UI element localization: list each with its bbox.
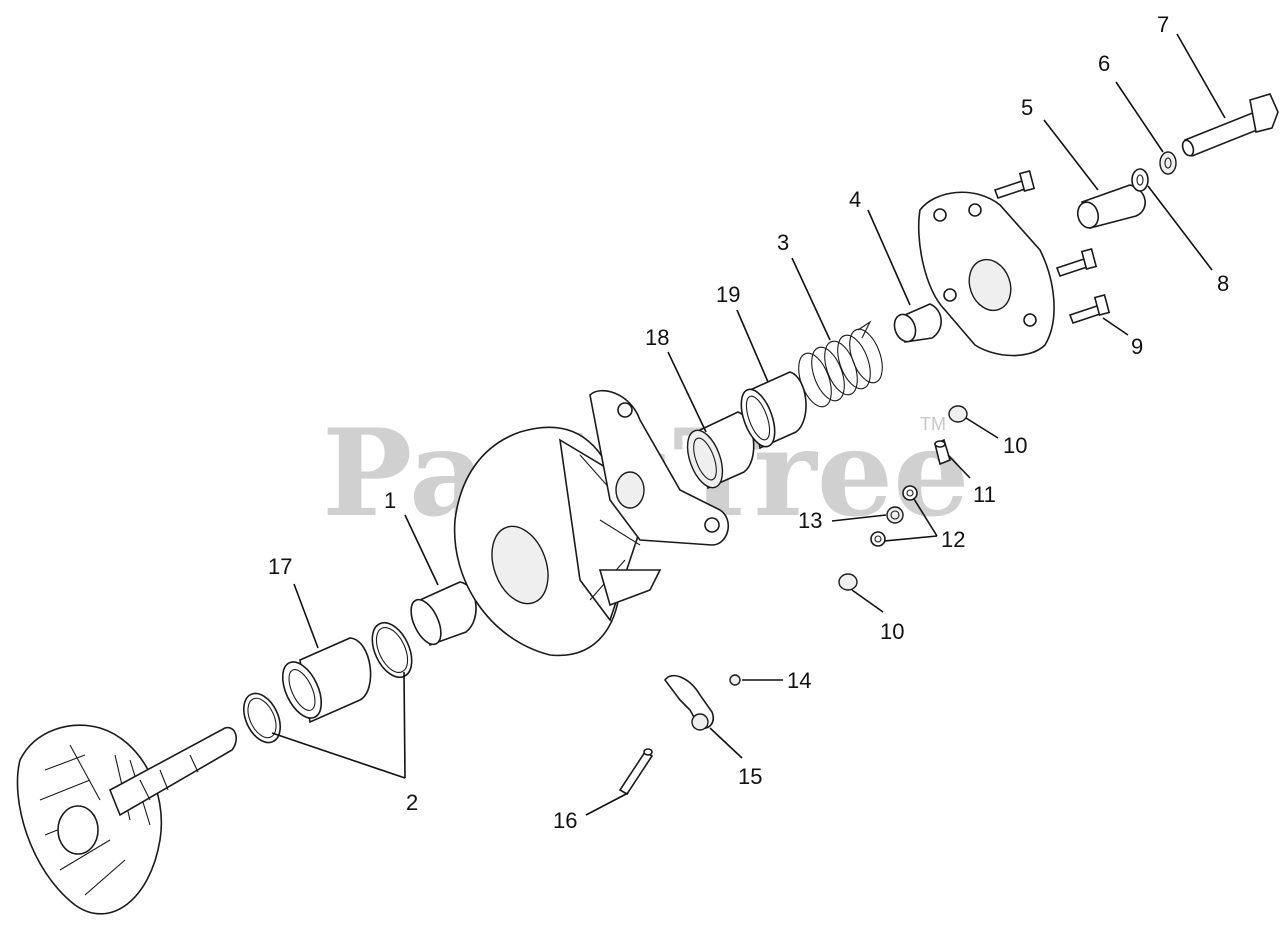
callout-13: 13: [798, 508, 822, 533]
leader-19: [736, 309, 769, 383]
leader-lines: [271, 33, 1226, 816]
snap-rings: [243, 621, 413, 744]
callout-5: 5: [1021, 95, 1033, 120]
leader-7: [1176, 33, 1226, 119]
leader-2a: [271, 732, 406, 779]
watermark-trademark: TM: [920, 414, 946, 434]
cover-bolts: [993, 170, 1111, 325]
callout-14: 14: [787, 668, 811, 693]
callout-8: 8: [1217, 271, 1229, 296]
callout-11: 11: [973, 482, 996, 507]
callout-17: 17: [268, 554, 292, 579]
washer-8: [1131, 168, 1149, 192]
callout-1: 1: [384, 488, 396, 513]
bushing-4: [893, 303, 942, 343]
leader-16: [585, 792, 629, 816]
callout-10b: 10: [880, 619, 904, 644]
leader-3: [791, 257, 831, 341]
bushing-1: [410, 581, 477, 647]
callout-6: 6: [1098, 51, 1110, 76]
spring-3: [798, 320, 883, 408]
small-parts-group: [838, 405, 968, 591]
leader-11: [947, 454, 971, 479]
pin-16: [618, 748, 654, 796]
leader-8: [1147, 185, 1213, 271]
leader-6: [1115, 81, 1164, 153]
drive-sheave-housing: [453, 426, 662, 657]
leader-12b: [883, 535, 938, 542]
callout-4: 4: [849, 187, 861, 212]
leader-13: [831, 514, 887, 522]
fan-sheave-shaft: [16, 724, 237, 915]
spider-arm: [589, 390, 730, 546]
callout-18: 18: [645, 325, 669, 350]
leader-10a: [965, 417, 999, 439]
callout-19: 19: [716, 282, 740, 307]
spacer-17: [281, 637, 372, 724]
leader-2b: [403, 671, 406, 779]
leader-1: [404, 514, 439, 586]
callout-16: 16: [553, 808, 577, 833]
callout-15: 15: [738, 764, 762, 789]
bolt-7: [1181, 93, 1279, 158]
callout-9: 9: [1131, 334, 1143, 359]
leader-4: [867, 209, 911, 306]
leader-10b: [851, 589, 884, 613]
ring-19: [740, 371, 807, 450]
spacer-5: [1076, 184, 1146, 229]
leader-17: [293, 583, 319, 649]
nut-14: [729, 674, 741, 686]
callout-labels: 1 2 3 4 5 6 7 8 9 10 10 11 12 13 14 15 1…: [268, 12, 1229, 833]
leader-9: [1102, 317, 1129, 336]
callout-2: 2: [406, 790, 418, 815]
callout-3: 3: [777, 230, 789, 255]
washer-6: [1159, 151, 1177, 175]
callout-12: 12: [941, 527, 965, 552]
cover-plate: [917, 191, 1055, 357]
leader-12a: [913, 498, 938, 537]
leader-15: [709, 727, 743, 759]
callout-7: 7: [1157, 12, 1169, 37]
callout-10a: 10: [1003, 433, 1027, 458]
leader-5: [1043, 119, 1099, 191]
bushing-18: [686, 411, 755, 490]
weight-arm-15: [664, 674, 715, 731]
leader-18: [667, 351, 707, 433]
